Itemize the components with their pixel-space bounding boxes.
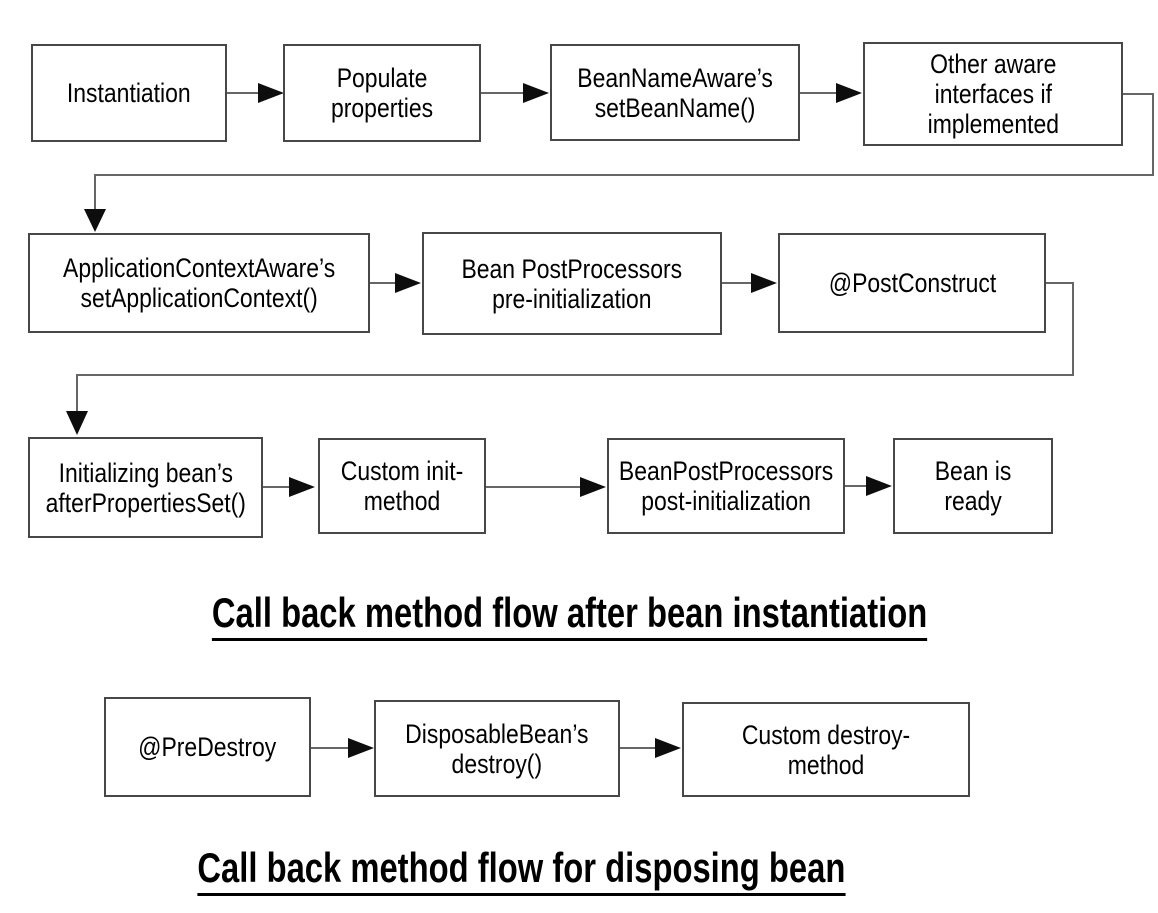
node-label: Populate properties [330,63,434,123]
arrow-postprocessors-pre-to-postconstruct [722,273,777,293]
node-label: DisposableBean’s destroy() [405,718,589,779]
node-other-aware-interfaces: Other aware interfaces if implemented [863,42,1123,146]
node-label: Custom init- method [340,456,464,516]
node-label: Instantiation [67,78,191,108]
arrowhead-down-icon [84,209,106,232]
node-label: @PreDestroy [138,732,277,762]
node-set-bean-name: BeanNameAware’s setBeanName() [550,44,800,141]
node-instantiation: Instantiation [31,44,227,142]
node-custom-init-method: Custom init- method [318,438,486,534]
dispose-flow-title: Call back method flow for disposing bean [0,844,1042,897]
connector-postconstruct-to-afterpropertiesset [66,282,1074,435]
arrowhead-right-icon [348,738,374,758]
node-custom-destroy-method: Custom destroy- method [682,702,970,797]
arrow-postprocessors-post-to-beanready [845,476,892,496]
arrowhead-right-icon [395,273,421,293]
arrowhead-right-icon [655,738,681,758]
node-label: Custom destroy- method [741,719,911,780]
arrow-setapplicationcontext-to-postprocessors-pre [370,273,421,293]
connector-line [94,93,1154,210]
node-label: Other aware interfaces if implemented [927,49,1059,139]
node-label: Bean PostProcessors pre-initialization [461,253,683,314]
arrowhead-right-icon [289,477,315,497]
node-label: Bean is ready [934,456,1012,516]
node-label: Initializing bean’s afterPropertiesSet() [45,457,246,518]
node-set-application-context: ApplicationContextAware’s setApplication… [28,233,370,333]
arrowhead-right-icon [523,83,549,103]
arrow-disposablebean-to-customdestroy [620,738,681,758]
node-postconstruct: @PostConstruct [778,233,1046,333]
node-label: BeanPostProcessors post-initialization [618,456,834,516]
instantiation-flow-title-text: Call back method flow after bean instant… [212,589,928,642]
connector-line [76,282,1074,412]
node-populate-properties: Populate properties [283,44,481,142]
node-label: ApplicationContextAware’s setApplication… [62,253,336,313]
arrowhead-right-icon [836,83,862,103]
arrow-afterpropertiesset-to-custominit [263,477,315,497]
node-predestroy: @PreDestroy [104,697,311,797]
arrowhead-right-icon [580,477,606,497]
node-disposablebean-destroy: DisposableBean’s destroy() [374,700,620,797]
arrow-predestroy-to-disposablebean [311,738,374,758]
arrowhead-down-icon [66,411,88,435]
arrow-custominit-to-postprocessors-post [486,477,606,497]
arrow-instantiation-to-populate [227,83,284,103]
node-after-properties-set: Initializing bean’s afterPropertiesSet() [28,437,263,538]
arrowhead-right-icon [866,476,892,496]
arrowhead-right-icon [258,83,284,103]
arrow-populate-to-setbeanname [481,83,549,103]
node-label: BeanNameAware’s setBeanName() [577,62,773,123]
arrow-setbeanname-to-otheraware [800,83,862,103]
node-postprocessors-post-initialization: BeanPostProcessors post-initialization [607,438,845,534]
connector-otheraware-to-setapplicationcontext [84,93,1154,232]
node-postprocessors-pre-initialization: Bean PostProcessors pre-initialization [422,232,722,335]
node-label: @PostConstruct [828,268,996,298]
dispose-flow-title-text: Call back method flow for disposing bean [196,844,845,897]
arrowhead-right-icon [751,273,777,293]
instantiation-flow-title: Call back method flow after bean instant… [0,589,1140,642]
node-bean-is-ready: Bean is ready [893,438,1053,534]
